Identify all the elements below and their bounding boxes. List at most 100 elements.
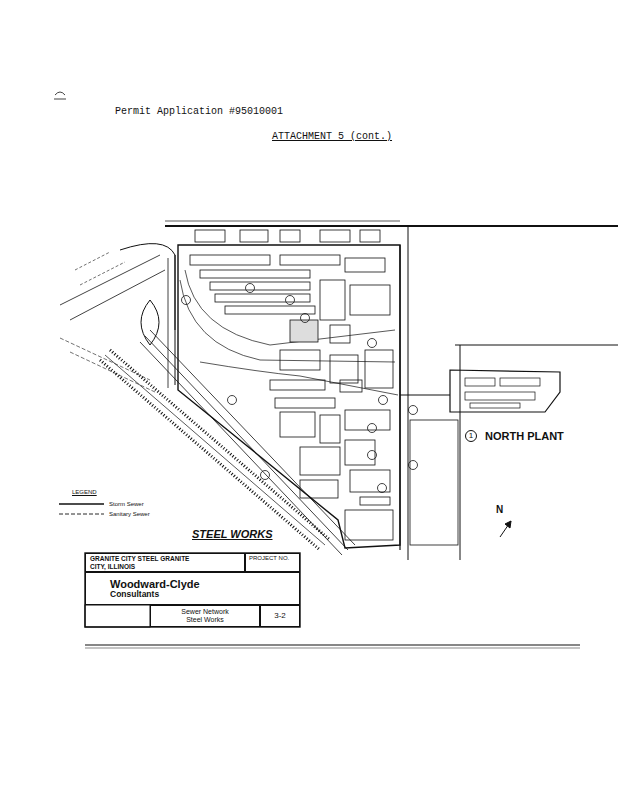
manhole [246, 284, 255, 293]
site-plan [54, 92, 618, 648]
attachment-heading: ATTACHMENT 5 (cont.) [272, 131, 392, 143]
building [345, 510, 393, 540]
road [460, 345, 461, 560]
title-text: Woodward-Clyde [110, 578, 200, 590]
road [60, 255, 160, 305]
title-text: PROJECT NO. [249, 555, 289, 562]
railroad [105, 355, 325, 545]
road [60, 338, 155, 392]
plant-boundary [178, 245, 400, 548]
manhole [182, 296, 191, 305]
north-plant-outline [450, 370, 560, 412]
building [320, 415, 340, 443]
title-cell: Sewer Network Steel Works [150, 605, 260, 627]
scan-mark [54, 92, 66, 99]
manhole [286, 296, 295, 305]
manhole [301, 314, 310, 323]
building [345, 440, 375, 465]
building [320, 230, 350, 242]
north-label: N [496, 504, 503, 516]
railroad [200, 362, 398, 395]
title-cell: GRANITE CITY STEEL GRANITE CITY, ILLINOI… [85, 553, 245, 572]
road [75, 252, 125, 285]
building [190, 230, 393, 540]
railroad [145, 336, 348, 550]
legend-line [59, 514, 104, 515]
title-text: 1 [469, 432, 473, 441]
railroad [100, 360, 320, 550]
manhole [368, 424, 377, 433]
building [280, 412, 315, 437]
manhole [182, 284, 418, 493]
building [330, 325, 350, 343]
manhole [409, 406, 418, 415]
building [275, 398, 335, 408]
railroad [185, 270, 395, 345]
title-cell: 3-2 [260, 605, 300, 627]
road [455, 345, 618, 346]
building [210, 282, 310, 290]
page-rule [85, 644, 580, 645]
railroad [140, 342, 342, 555]
legend-text: Sanitary Sewer [109, 511, 150, 518]
road [175, 255, 176, 385]
building [365, 350, 393, 388]
road [141, 300, 159, 345]
building [240, 230, 268, 242]
page-rule [85, 645, 580, 648]
building [280, 255, 340, 265]
legend-row: Storm Sewer [58, 500, 144, 508]
title-text: 3-2 [274, 612, 286, 621]
building [270, 380, 325, 390]
building [225, 306, 315, 314]
road [400, 395, 450, 396]
area-name: NORTH PLANT [485, 430, 564, 443]
road [165, 225, 618, 227]
building [280, 350, 320, 370]
area-name: STEEL WORKS [192, 528, 272, 541]
building [350, 285, 390, 315]
manhole [378, 484, 387, 493]
north-plant-outline [465, 378, 495, 386]
building [190, 255, 270, 265]
railroad [150, 330, 355, 545]
building [350, 470, 390, 492]
title-block-frame [85, 605, 150, 627]
building [320, 280, 345, 320]
manhole [379, 396, 388, 405]
north-plant-outline [465, 392, 535, 400]
road [165, 221, 400, 222]
legend-swatch [58, 510, 106, 518]
building [300, 447, 340, 475]
north-plant-outline [500, 378, 540, 386]
road [120, 244, 175, 330]
title-block-frame [85, 553, 300, 627]
manhole [368, 451, 377, 460]
building [195, 230, 225, 242]
plant-boundary [178, 245, 400, 548]
manhole [261, 471, 270, 480]
legend-line [59, 503, 104, 505]
north-arrow [500, 521, 511, 537]
scan-mark [54, 92, 66, 99]
building [300, 480, 338, 498]
north-arrow [500, 521, 511, 537]
building [200, 270, 310, 278]
road [168, 258, 169, 388]
north-plant-outline [450, 370, 560, 412]
building [345, 258, 385, 272]
building [360, 497, 390, 505]
building [330, 355, 358, 383]
north-plant-outline [470, 403, 520, 408]
railroad [100, 270, 398, 555]
title-text: Sewer Network Steel Works [173, 608, 237, 623]
legend-swatch [58, 500, 106, 508]
legend-text: Storm Sewer [109, 501, 144, 508]
manhole [368, 339, 377, 348]
road [410, 420, 458, 545]
road [408, 226, 409, 560]
title-text: Consultants [110, 590, 159, 599]
road [60, 221, 618, 560]
